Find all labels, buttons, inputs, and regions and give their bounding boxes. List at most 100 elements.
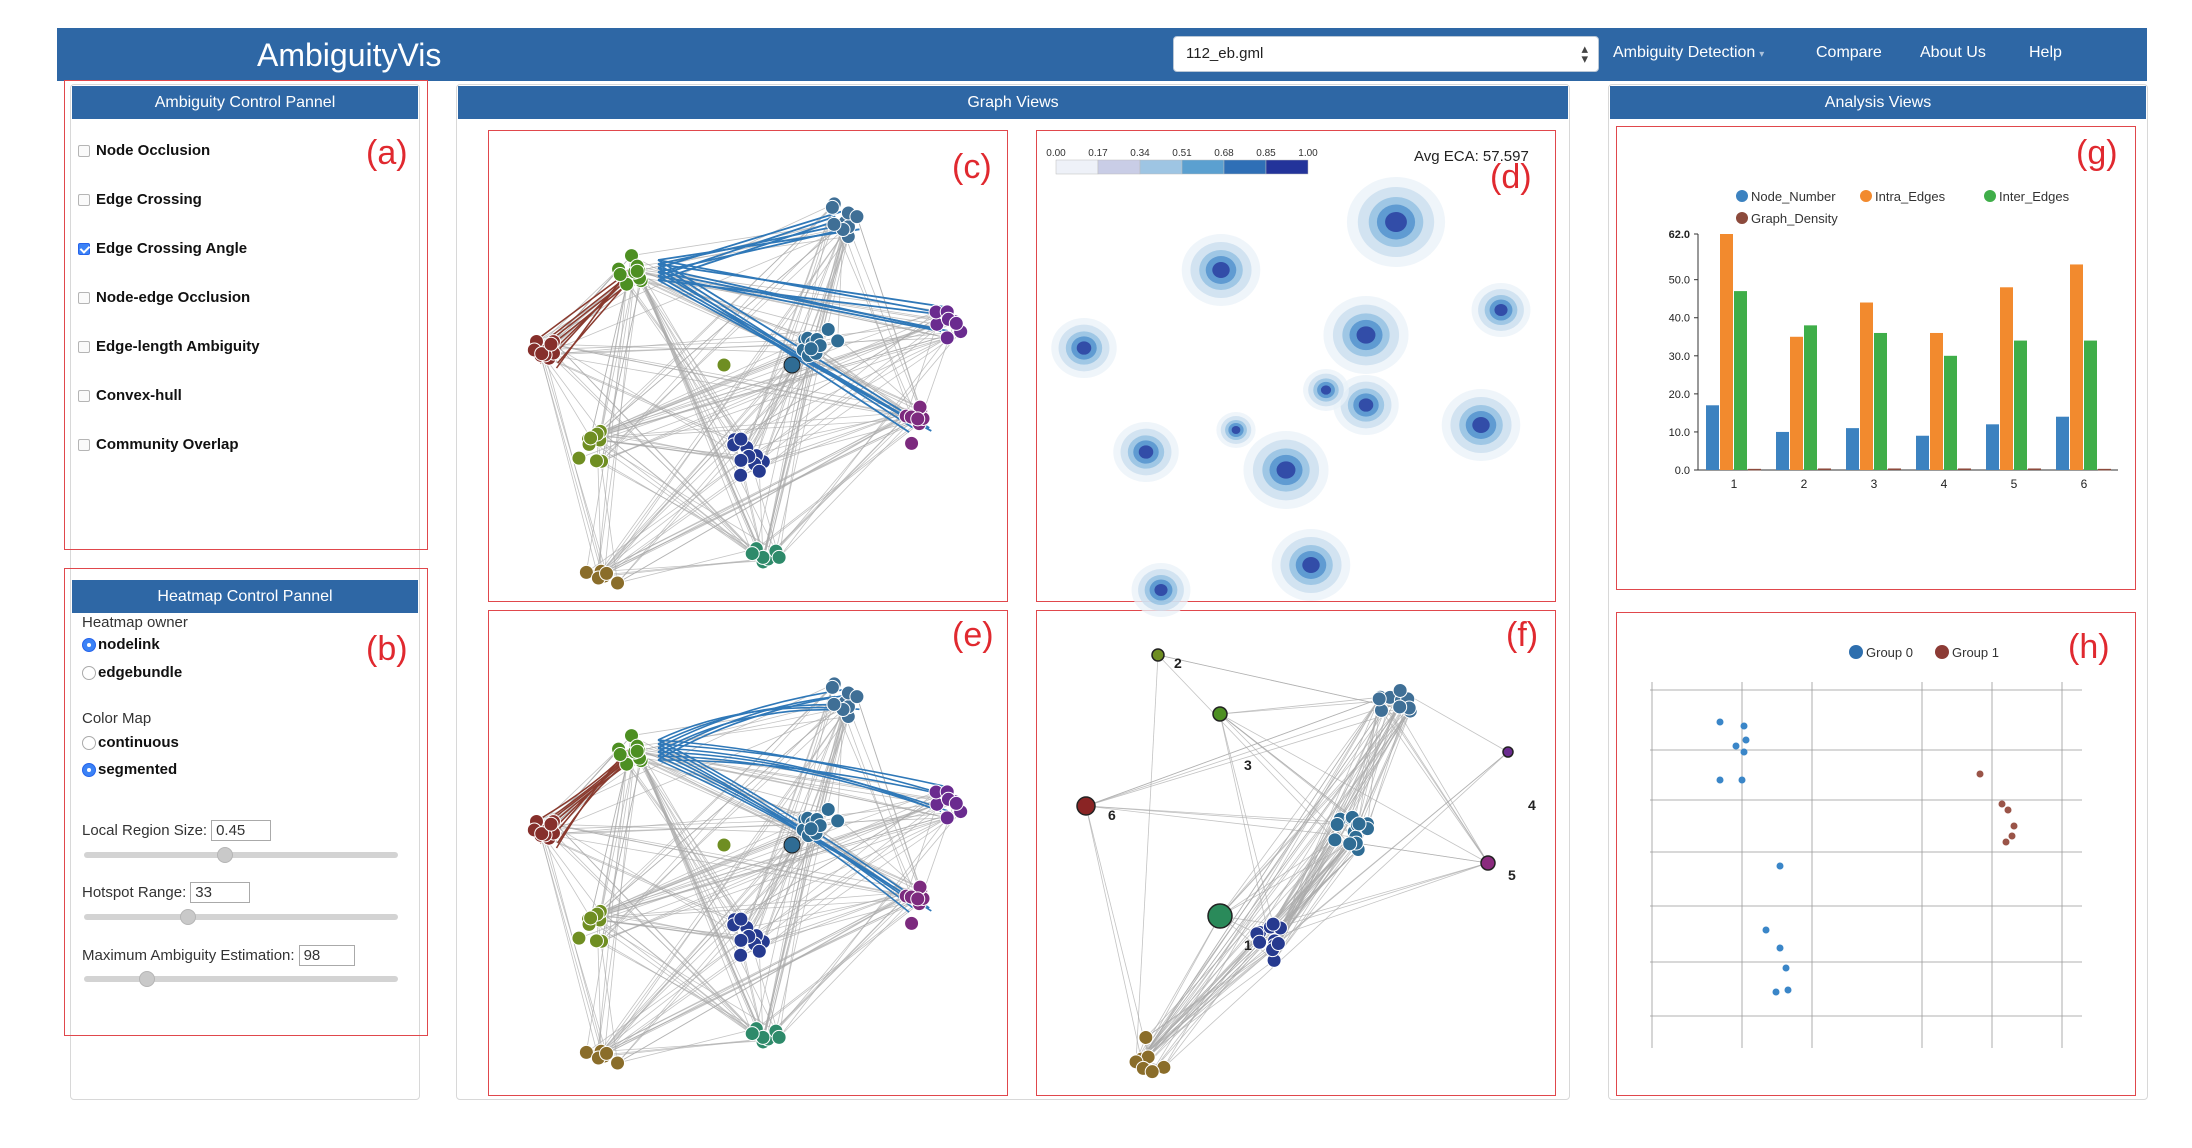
graph-node[interactable] <box>939 330 955 346</box>
radio-nodelink[interactable]: nodelink <box>82 636 160 653</box>
graph-node[interactable] <box>733 467 749 483</box>
graph-node[interactable] <box>1138 1029 1154 1045</box>
graph-node[interactable] <box>826 216 842 232</box>
graph-node[interactable] <box>534 346 550 362</box>
graph-node[interactable] <box>1270 936 1286 952</box>
radio-icon[interactable] <box>82 735 96 750</box>
graph-node[interactable] <box>751 943 767 959</box>
hotspot-slider[interactable] <box>84 909 398 925</box>
graph-node[interactable] <box>612 747 628 763</box>
radio-icon[interactable] <box>82 637 96 652</box>
community-node[interactable] <box>1502 746 1514 758</box>
community-node[interactable] <box>1076 796 1096 816</box>
graph-node[interactable] <box>744 546 760 562</box>
option-node-occlusion[interactable]: Node Occlusion <box>78 142 210 159</box>
checkbox-icon[interactable] <box>78 389 90 402</box>
graph-node[interactable] <box>1392 682 1408 698</box>
graph-node[interactable] <box>543 816 559 832</box>
graph-node[interactable] <box>571 450 587 466</box>
radio-icon[interactable] <box>82 665 96 680</box>
max-ambiguity-input[interactable]: 98 <box>298 945 355 966</box>
community-node[interactable] <box>1207 903 1233 929</box>
checkbox-icon[interactable] <box>78 144 90 157</box>
option-edge-crossing-angle[interactable]: Edge Crossing Angle <box>78 240 247 257</box>
graph-node[interactable] <box>783 836 801 854</box>
graph-node[interactable] <box>939 810 955 826</box>
graph-node[interactable] <box>612 267 628 283</box>
option-community-overlap[interactable]: Community Overlap <box>78 436 239 453</box>
graph-node[interactable] <box>1252 934 1268 950</box>
graph-node[interactable] <box>588 933 604 949</box>
nav-ambiguity-detection[interactable]: Ambiguity Detection▾ <box>1613 44 1765 61</box>
graph-node[interactable] <box>783 356 801 374</box>
graph-node[interactable] <box>948 795 964 811</box>
graph-node[interactable] <box>910 891 926 907</box>
graph-node[interactable] <box>599 1045 615 1061</box>
graph-node[interactable] <box>1392 699 1408 715</box>
file-select[interactable]: 112_eb.gml ▴▾ <box>1173 36 1599 72</box>
graph-node[interactable] <box>1329 816 1345 832</box>
graph-node[interactable] <box>803 821 819 837</box>
graph-node[interactable] <box>830 813 846 829</box>
graph-node[interactable] <box>751 463 767 479</box>
graph-node[interactable] <box>826 696 842 712</box>
checkbox-icon[interactable] <box>78 340 90 353</box>
graph-node[interactable] <box>733 431 749 447</box>
radio-edgebundle[interactable]: edgebundle <box>82 664 182 681</box>
graph-node[interactable] <box>744 1026 760 1042</box>
graph-node[interactable] <box>1342 836 1358 852</box>
graph-node[interactable] <box>716 837 732 853</box>
graph-node[interactable] <box>820 801 836 817</box>
graph-node[interactable] <box>1327 832 1343 848</box>
graph-node[interactable] <box>733 947 749 963</box>
graph-node[interactable] <box>830 333 846 349</box>
slider-thumb[interactable] <box>138 971 155 987</box>
graph-node[interactable] <box>904 915 920 931</box>
graph-node[interactable] <box>1371 691 1387 707</box>
checkbox-icon[interactable] <box>78 291 90 304</box>
graph-node[interactable] <box>543 336 559 352</box>
graph-node[interactable] <box>849 689 865 705</box>
graph-node[interactable] <box>771 1029 787 1045</box>
graph-node[interactable] <box>948 315 964 331</box>
graph-node[interactable] <box>629 743 645 759</box>
edge-bundle-graph-view[interactable] <box>488 610 1008 1096</box>
graph-node[interactable] <box>803 341 819 357</box>
graph-node[interactable] <box>534 826 550 842</box>
option-convex-hull[interactable]: Convex-hull <box>78 387 182 404</box>
graph-node[interactable] <box>1144 1064 1160 1080</box>
checkbox-icon[interactable] <box>78 438 90 451</box>
graph-node[interactable] <box>1351 816 1367 832</box>
community-node[interactable] <box>1480 855 1496 871</box>
radio-icon[interactable] <box>82 762 96 777</box>
graph-node[interactable] <box>629 263 645 279</box>
checkbox-icon[interactable] <box>78 193 90 206</box>
graph-node[interactable] <box>910 411 926 427</box>
graph-node[interactable] <box>588 453 604 469</box>
graph-node[interactable] <box>716 357 732 373</box>
graph-node[interactable] <box>820 321 836 337</box>
graph-node[interactable] <box>610 575 626 591</box>
graph-node[interactable] <box>578 564 594 580</box>
max-ambiguity-slider[interactable] <box>84 971 398 987</box>
graph-node[interactable] <box>904 435 920 451</box>
community-node[interactable] <box>1151 648 1165 662</box>
graph-node[interactable] <box>733 911 749 927</box>
slider-thumb[interactable] <box>217 847 234 863</box>
graph-node[interactable] <box>849 209 865 225</box>
local-region-slider[interactable] <box>84 847 398 863</box>
graph-node[interactable] <box>824 679 840 695</box>
radio-continuous[interactable]: continuous <box>82 734 179 751</box>
slider-thumb[interactable] <box>179 909 196 925</box>
graph-node[interactable] <box>571 930 587 946</box>
checkbox-icon[interactable] <box>78 242 90 255</box>
nav-help[interactable]: Help <box>2029 44 2062 61</box>
graph-node[interactable] <box>824 199 840 215</box>
option-node-edge-occlusion[interactable]: Node-edge Occlusion <box>78 289 250 306</box>
graph-node[interactable] <box>771 549 787 565</box>
graph-node[interactable] <box>578 1044 594 1060</box>
radio-segmented[interactable]: segmented <box>82 761 177 778</box>
graph-node[interactable] <box>733 932 749 948</box>
